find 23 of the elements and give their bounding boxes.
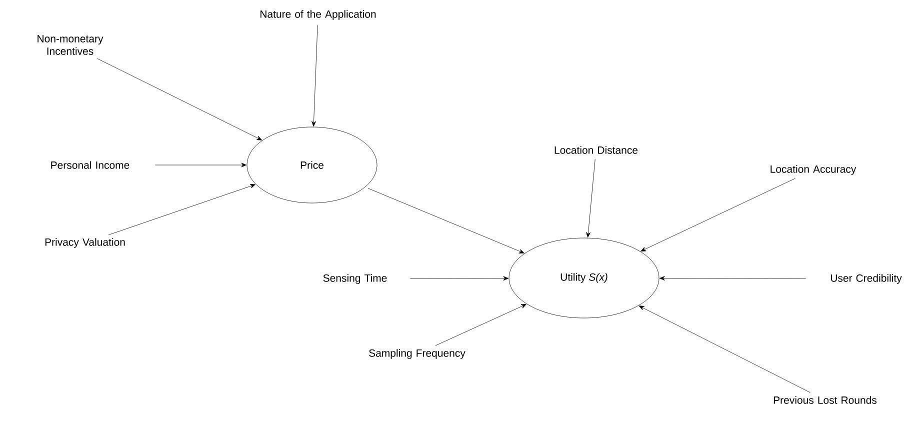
factor-label: User Credibility <box>830 274 902 284</box>
arrow <box>640 178 796 252</box>
arrow <box>155 162 246 168</box>
factor-label: Location Accuracy <box>770 165 856 175</box>
arrow <box>368 188 524 254</box>
factor-label: Privacy Valuation <box>45 238 125 248</box>
ellipse-node: Utility S(x) <box>508 238 660 318</box>
arrow <box>660 276 806 281</box>
arrow <box>638 306 811 393</box>
factor-label: Location Distance <box>554 146 638 154</box>
arrow <box>410 276 508 281</box>
arrow <box>586 158 596 238</box>
arrow <box>312 24 318 126</box>
factor-label: Nature of the Application <box>260 10 376 20</box>
arrow <box>96 58 262 140</box>
factor-label: Sensing Time <box>323 274 387 284</box>
factor-label: Non-monetary Incentives <box>38 35 104 55</box>
factor-label: Personal Income <box>51 161 130 169</box>
arrow <box>435 304 526 346</box>
arrow <box>108 184 256 236</box>
factor-label: Sampling Frequency <box>369 349 466 359</box>
ellipse-node: Price <box>246 126 378 204</box>
factor-label: Previous Lost Rounds <box>774 396 877 404</box>
